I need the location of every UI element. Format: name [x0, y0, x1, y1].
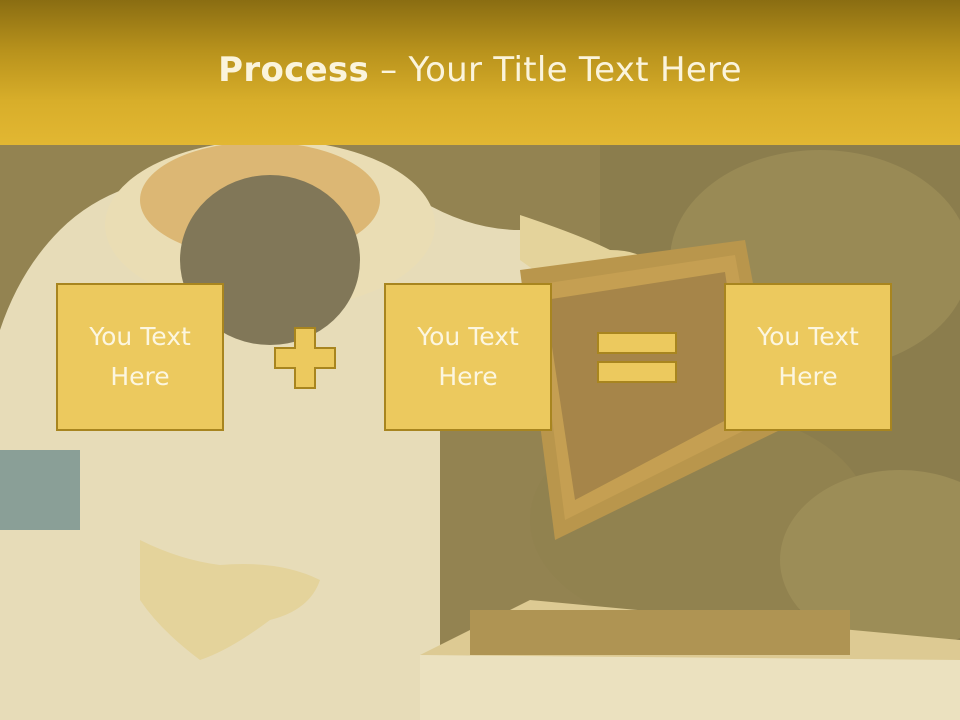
process-box-3[interactable]: You Text Here — [724, 283, 892, 431]
process-box-3-text: You Text Here — [757, 322, 859, 391]
process-box-1-text: You Text Here — [89, 322, 191, 391]
beekeeper-photo-illustration — [0, 145, 960, 720]
plus-icon — [274, 327, 336, 389]
slide-title-bold: Process — [218, 50, 370, 90]
process-box-2-text: You Text Here — [417, 322, 519, 391]
photo-overlay — [0, 145, 960, 720]
slide-title: Process – Your Title Text Here — [0, 50, 960, 90]
process-box-2[interactable]: You Text Here — [384, 283, 552, 431]
process-box-1[interactable]: You Text Here — [56, 283, 224, 431]
beekeeper-photo — [0, 145, 960, 720]
slide-title-rest: – Your Title Text Here — [369, 50, 742, 90]
equals-icon — [597, 332, 677, 383]
title-banner: Process – Your Title Text Here — [0, 0, 960, 145]
